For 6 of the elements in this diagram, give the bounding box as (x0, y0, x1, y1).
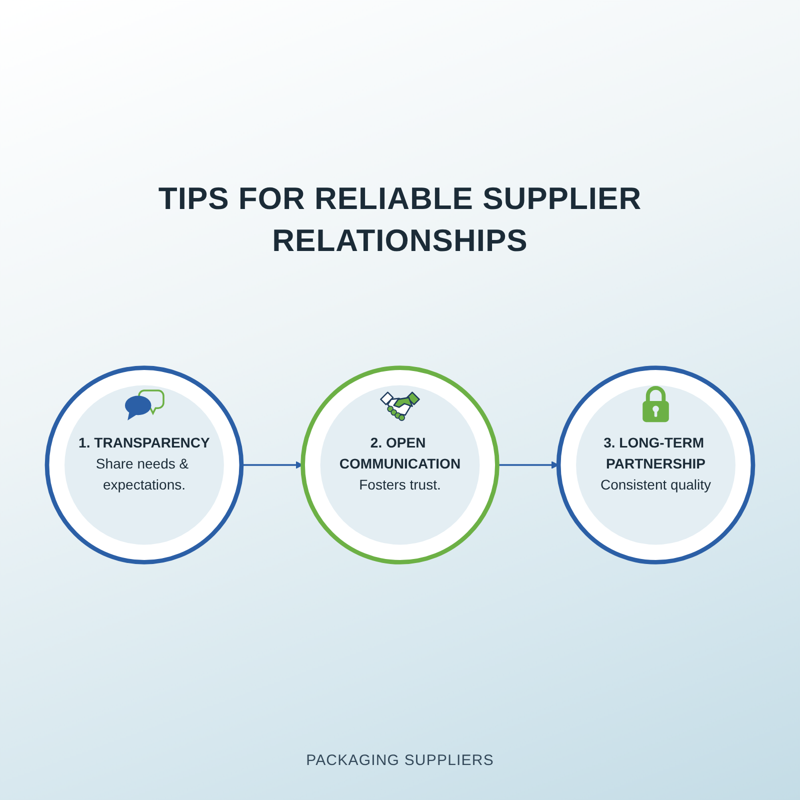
node-circle: 2. OPEN COMMUNICATION Fosters trust. (300, 366, 500, 564)
arrow (497, 461, 559, 469)
caption: PACKAGING SUPPLIERS (306, 752, 494, 769)
node-circle: 3. LONG-TERM PARTNERSHIP Consistent quality (556, 366, 756, 564)
node-circle: 1. TRANSPARENCY Share needs & expectations. (44, 366, 244, 564)
diagram-title: TIPS FOR RELIABLE SUPPLIER RELATIONSHIPS (157, 180, 643, 260)
